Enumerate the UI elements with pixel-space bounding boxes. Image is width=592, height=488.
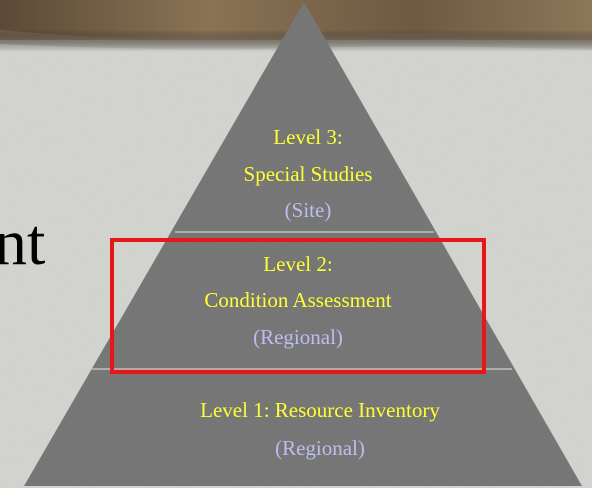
level-3-scope: (Site)	[284, 198, 332, 222]
level-1-title: Level 1: Resource Inventory	[200, 398, 440, 422]
level-1-scope: (Regional)	[275, 436, 365, 460]
partial-heading-text: nt	[0, 206, 46, 279]
highlight-box	[110, 238, 486, 374]
level-2-name: Condition Assessment	[204, 288, 392, 312]
top-banner	[0, 0, 592, 52]
level-3-name: Special Studies	[243, 162, 373, 186]
level-3-title: Level 3:	[273, 125, 343, 149]
level-2-title: Level 2:	[263, 252, 333, 276]
level-2-scope: (Regional)	[253, 325, 343, 349]
pyramid	[24, 2, 582, 486]
